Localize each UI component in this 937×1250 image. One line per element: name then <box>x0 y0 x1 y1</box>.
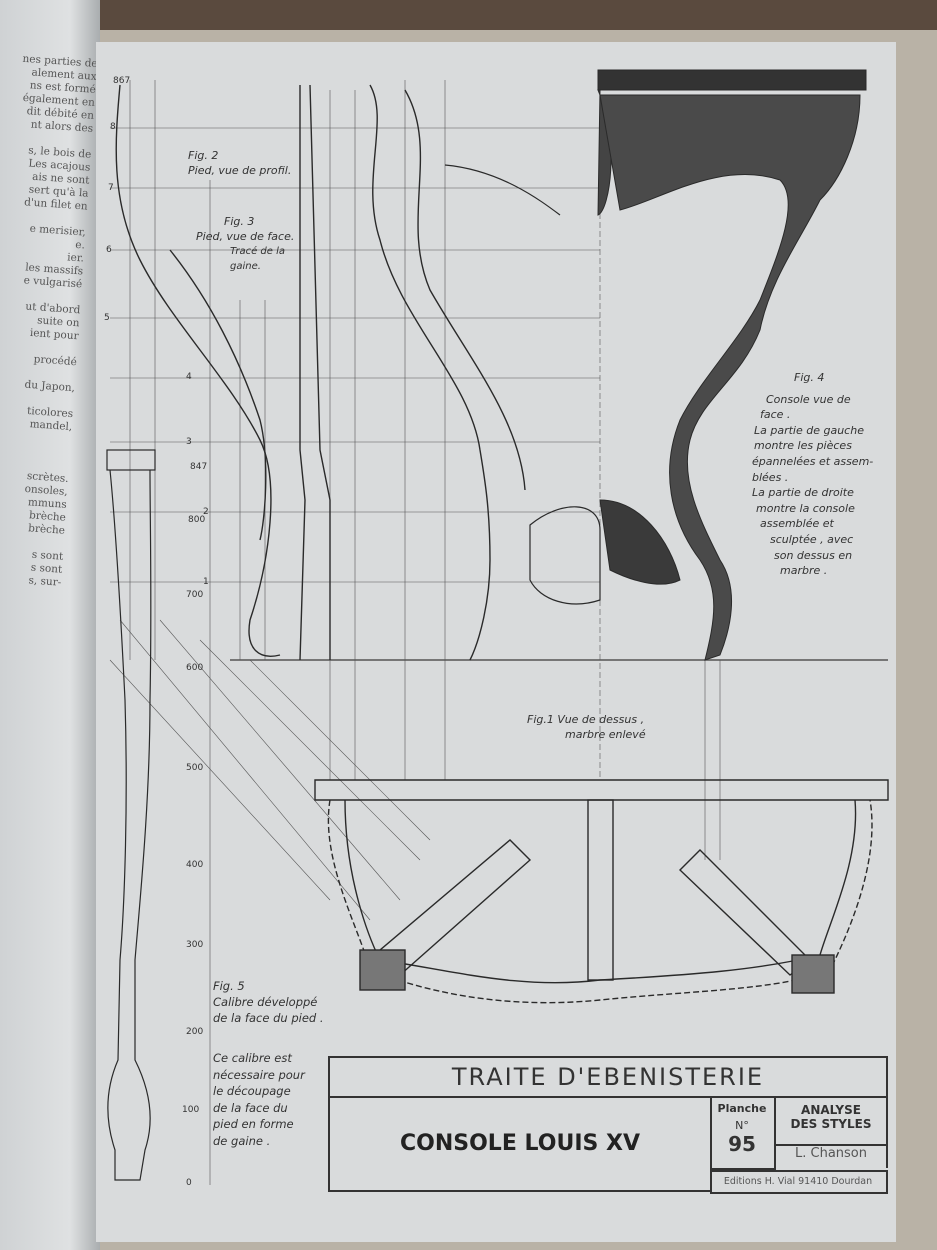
scale-mark: 800 <box>188 515 206 525</box>
sculpted-console-illustration <box>597 69 867 661</box>
fig4-line: son dessus en <box>774 548 853 562</box>
fig5-label: Fig. 5 Calibre développé de la face du p… <box>213 978 324 1026</box>
plate-number: 95 <box>728 1132 756 1156</box>
scale-mark: 8 <box>110 122 116 132</box>
planche-label: Planche <box>717 1102 767 1115</box>
fig3-caption: Pied, vue de face. <box>196 230 295 243</box>
scale-mark: 0 <box>186 1178 192 1188</box>
scale-mark: 1 <box>203 577 209 587</box>
series-title: TRAITE D'EBENISTERIE <box>328 1056 888 1098</box>
scale-mark: 2 <box>203 507 209 517</box>
fig4-line: La partie de droite <box>752 486 854 500</box>
fig4-line: épannelées et assem- <box>752 454 874 468</box>
construction-grid <box>109 80 888 1185</box>
fig5-note-line: pied en forme <box>213 1117 294 1131</box>
fig4-line: La partie de gauche <box>754 423 864 437</box>
scale-mark: 400 <box>186 860 204 870</box>
scale-mark: 300 <box>186 940 204 950</box>
fig3-note1: Tracé de la <box>230 246 285 257</box>
fig5-note-line: le découpage <box>213 1084 291 1098</box>
scale-mark: 6 <box>106 245 112 255</box>
scale-mark: 700 <box>186 590 204 600</box>
scale-mark: 600 <box>186 663 204 673</box>
fig5-note-line: Ce calibre est <box>213 1051 292 1065</box>
calibre-template <box>106 449 156 1181</box>
scale-mark: 847 <box>190 462 208 472</box>
fig4-line: marbre . <box>780 564 828 578</box>
plate-title: CONSOLE LOUIS XV <box>328 1096 712 1192</box>
fig4-line: Console vue de <box>766 392 851 406</box>
fig4-line: sculptée , avec <box>770 532 854 546</box>
top-view <box>314 779 889 1004</box>
fig2-label: Fig. 2 Pied, vue de profil. <box>188 148 291 178</box>
fig3-title: Fig. 3 <box>224 215 255 228</box>
scale-mark: 100 <box>182 1105 200 1115</box>
plate-page <box>96 42 896 1242</box>
fig1-line1: Fig.1 Vue de dessus , <box>527 713 645 726</box>
fig5-note-line: de gaine . <box>213 1133 271 1148</box>
fig4-title: Fig. 4 <box>794 371 825 384</box>
fig1-line2: marbre enlevé <box>565 728 646 741</box>
category-line2: DES STYLES <box>790 1117 872 1131</box>
fig4-line: assemblée et <box>760 517 834 531</box>
scale-mark: 5 <box>104 313 110 323</box>
fig1-label: Fig.1 Vue de dessus , marbre enlevé <box>527 712 646 742</box>
fig4-line: blées . <box>752 470 789 484</box>
fig5-note-line: nécessaire pour <box>213 1067 305 1082</box>
plate-number-box: Planche N° 95 <box>710 1096 776 1170</box>
fig5-title: Fig. 5 <box>213 979 245 993</box>
fig5-line1: Calibre développé <box>213 995 318 1009</box>
fig4-line: montre les pièces <box>754 439 852 453</box>
scale-mark: 500 <box>186 763 204 773</box>
number-label: N° <box>735 1119 749 1132</box>
fig2-title: Fig. 2 <box>188 149 219 162</box>
console-outline-left <box>444 164 601 605</box>
fig2-caption: Pied, vue de profil. <box>188 164 292 177</box>
scale-mark: 867 <box>113 76 131 86</box>
fig4-line: face . <box>760 408 791 422</box>
fig5-line2: de la face du pied . <box>213 1011 324 1025</box>
fig5-note-line: de la face du <box>213 1100 288 1115</box>
category-box: ANALYSE DES STYLES <box>776 1096 888 1146</box>
fig3-note2: gaine. <box>230 261 261 272</box>
fig5-note: Ce calibre est nécessaire pour le découpag… <box>213 1050 305 1149</box>
publisher: Editions H. Vial 91410 Dourdan <box>710 1170 888 1194</box>
scale-mark: 3 <box>186 437 192 447</box>
leg-profile <box>115 84 526 661</box>
scale-mark: 200 <box>186 1027 204 1037</box>
fig4-line: montre la console <box>756 501 855 515</box>
fig3-label: Fig. 3 Pied, vue de face. Tracé de la ga… <box>196 214 294 274</box>
author: L. Chanson <box>776 1146 888 1168</box>
scale-mark: 4 <box>186 372 192 382</box>
category-line1: ANALYSE <box>801 1103 861 1117</box>
scale-mark: 7 <box>108 183 114 193</box>
